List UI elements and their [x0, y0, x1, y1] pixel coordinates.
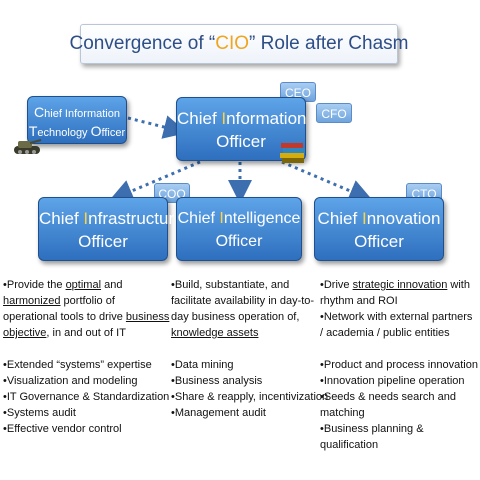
- infra-list-item: •Effective vendor control: [3, 423, 122, 435]
- intel-list-item: •Management audit: [171, 407, 266, 419]
- arrow-cito-to-cio: [127, 115, 188, 139]
- intel-bullet-line: •Build, substantiate, and: [171, 279, 290, 291]
- intel-bullet-line: facilitate availability in day-to-: [171, 295, 315, 307]
- inno-bullet-line: rhythm and ROI: [320, 295, 398, 307]
- infra-bullet-line: objective, in and out of IT: [3, 327, 126, 339]
- inno-list-item: •Product and process innovation: [320, 359, 478, 371]
- books-icon: [280, 143, 305, 163]
- role-box-intelligence: Chief Intelligence Officer: [176, 197, 302, 261]
- infra-list-item: •Visualization and modeling: [3, 375, 138, 387]
- page-title: Convergence of “CIO” Role after Chasm: [69, 33, 409, 54]
- inno-list-item: •Innovation pipeline operation: [320, 375, 465, 387]
- inno-bullet-line: •Network with external partners: [320, 311, 473, 323]
- inno-list-item: matching: [320, 407, 365, 419]
- intel-bullet-line: day business operation of,: [171, 311, 300, 323]
- inno-list-item: qualification: [320, 439, 379, 451]
- role-box-infrastructure: Chief Infrastructure Officer: [38, 197, 184, 261]
- infrastructure-description: •Provide the optimal and harmonized port…: [3, 277, 169, 437]
- tab-cfo: CFO: [316, 103, 352, 123]
- arrow-cio-to-infra: [108, 160, 201, 203]
- intel-list-item: •Share & reapply, incentivization: [171, 391, 329, 403]
- role-box-innovation: Chief Innovation Officer: [314, 197, 444, 261]
- infra-list-item: •IT Governance & Standardization: [3, 391, 170, 403]
- title-banner: Convergence of “CIO” Role after Chasm: [70, 24, 409, 64]
- intel-bullet-line: knowledge assets: [171, 327, 259, 339]
- inno-bullet-line: •Drive strategic innovation with: [320, 279, 470, 291]
- arrow-cio-to-inno: [281, 160, 374, 203]
- inno-bullet-line: / academia / public entities: [320, 327, 450, 339]
- inno-list-item: •Business planning &: [320, 423, 424, 435]
- innovation-description: •Drive strategic innovation with rhythm …: [320, 277, 478, 453]
- intel-list-item: •Business analysis: [171, 375, 263, 387]
- infra-bullet-line: harmonized portfolio of: [3, 295, 115, 307]
- tank-icon: [14, 139, 42, 154]
- role-box-cito: Chief Information Technology Officer: [27, 96, 127, 144]
- intelligence-description: •Build, substantiate, and facilitate ava…: [171, 277, 329, 421]
- infra-list-item: •Extended “systems” expertise: [3, 359, 152, 371]
- inno-list-item: •Seeds & needs search and: [320, 391, 456, 403]
- infra-list-item: •Systems audit: [3, 407, 76, 419]
- intel-list-item: •Data mining: [171, 359, 234, 371]
- infra-bullet-line: •Provide the optimal and: [3, 279, 123, 291]
- infra-bullet-line: operational tools to drive business: [3, 311, 170, 323]
